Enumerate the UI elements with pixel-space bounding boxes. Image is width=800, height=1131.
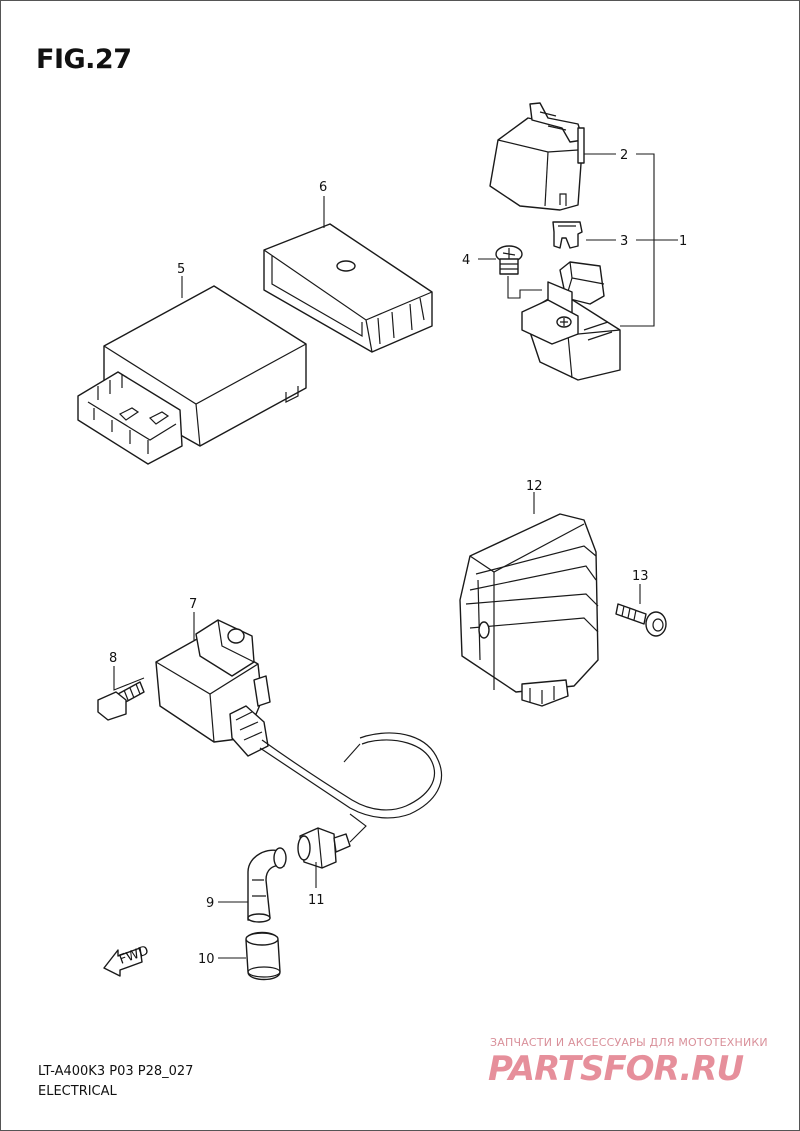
part-1-starter-relay	[521, 261, 621, 381]
callout-13: 13	[632, 569, 649, 584]
callout-numbers: 1 2 3 4 5 6 7 8 9 10 11 12 13	[109, 148, 687, 967]
part-10-cap	[245, 931, 281, 981]
part-8-bolt	[97, 681, 145, 721]
callout-4: 4	[462, 253, 470, 268]
callout-3: 3	[620, 234, 628, 249]
leader-lines	[113, 153, 678, 959]
ignition-cable	[259, 732, 443, 819]
callout-9: 9	[206, 896, 214, 911]
callout-5: 5	[177, 262, 185, 277]
callout-6: 6	[319, 180, 327, 195]
callout-10: 10	[198, 952, 215, 967]
part-6-rubber-cover	[263, 223, 433, 353]
part-4-screw	[495, 245, 523, 275]
part-7-ignition-coil	[155, 619, 271, 757]
callout-8: 8	[109, 651, 117, 666]
callout-1: 1	[679, 234, 687, 249]
part-2-relay-cover	[489, 102, 585, 211]
callout-7: 7	[189, 597, 197, 612]
model-code: LT-A400K3 P03 P28_027	[38, 1064, 194, 1079]
part-11-plug-boot	[297, 827, 351, 869]
part-13-bolt	[615, 603, 667, 637]
part-9-plug-cap	[247, 847, 287, 923]
callout-2: 2	[620, 148, 628, 163]
watermark-caption: ЗАПЧАСТИ И АКСЕССУАРЫ ДЛЯ МОТОТЕХНИКИ	[490, 1036, 768, 1049]
watermark-logo: PARTSFOR.RU	[488, 1049, 744, 1089]
part-12-regulator	[459, 513, 599, 707]
part-5-cdi-unit	[77, 285, 307, 465]
svg-text:PARTSFOR.RU: PARTSFOR.RU	[488, 1049, 743, 1089]
callout-11: 11	[308, 893, 325, 908]
fwd-arrow-icon: FWD	[103, 943, 151, 977]
part-3-fuse	[552, 221, 583, 249]
callout-12: 12	[526, 479, 543, 494]
figure-title: FIG.27	[36, 44, 132, 75]
section-name: ELECTRICAL	[38, 1084, 117, 1099]
